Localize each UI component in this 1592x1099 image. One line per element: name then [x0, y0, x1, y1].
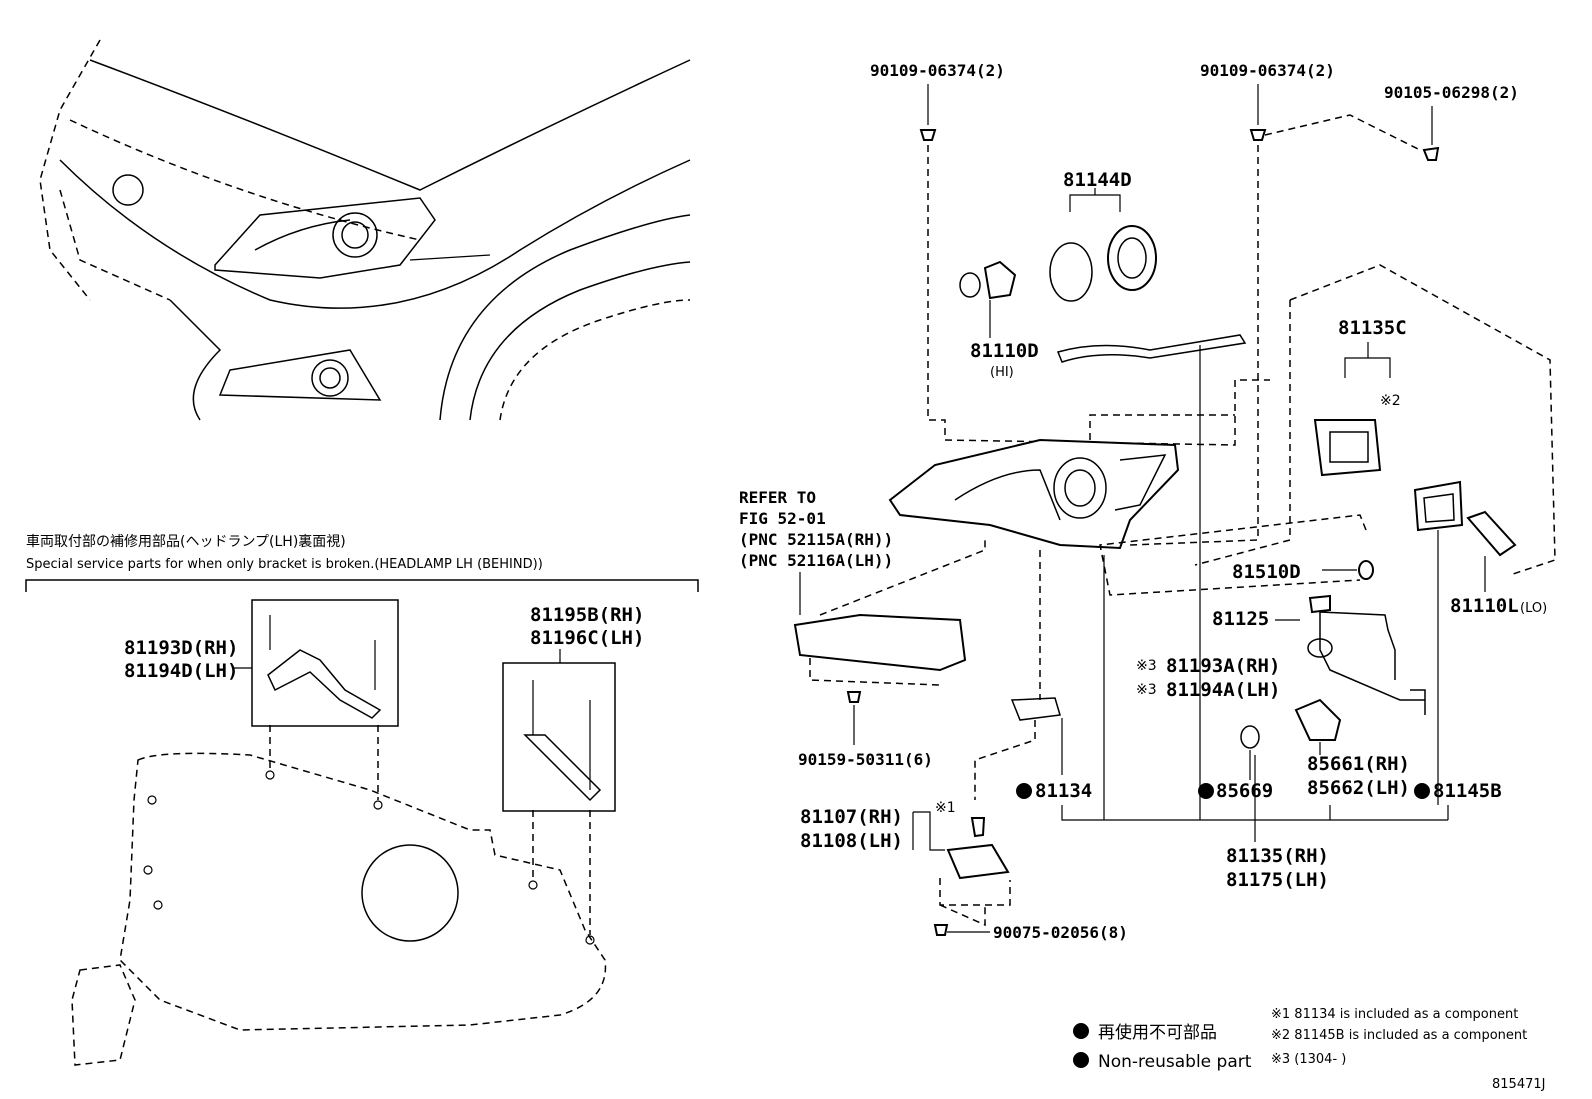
bracket-81193d-box	[251, 599, 399, 727]
bracket-81195b	[523, 734, 602, 802]
special-title-jp: 車両取付部の補修用部品(ヘッドランプ(LH)裏面視)	[26, 533, 346, 550]
legend-non-reusable-jp: 再使用不可部品	[1098, 1022, 1217, 1043]
bracket-81194a-label: 81194A(LH)	[1166, 679, 1280, 701]
bolt-90109-b-label: 90109-06374(2)	[1200, 61, 1335, 80]
cap-81510d	[1358, 560, 1374, 580]
repair-81195b-label: 81195B(RH)	[530, 604, 644, 626]
computer-81107	[946, 843, 1010, 880]
gasket-81134	[1010, 697, 1061, 721]
special-service-section: 車両取付部の補修用部品(ヘッドランプ(LH)裏面視) Special servi…	[25, 533, 699, 1066]
mark-3b: ※3	[1136, 682, 1157, 698]
repair-81194d-label: 81194D(LH)	[124, 660, 238, 682]
legend-non-reusable-en: Non-reusable part	[1098, 1052, 1252, 1072]
cover-81145b	[1413, 480, 1464, 532]
unit-81135c-label: 81135C	[1338, 317, 1407, 339]
mark-1: ※1	[935, 800, 956, 816]
bulb-81110l	[1466, 510, 1517, 557]
socket-81144d	[1107, 225, 1157, 291]
screw-90075	[933, 924, 949, 936]
gasket-81134-label: 81134	[1035, 780, 1092, 802]
unit-85661-label: 85661(RH)	[1307, 753, 1410, 775]
bolt-90109-b	[1249, 129, 1267, 141]
exploded-view: 90109-06374(2) 90109-06374(2) 90105-0629…	[739, 61, 1556, 942]
legend-note3: ※3 (1304- )	[1271, 1052, 1346, 1067]
screw-90105	[1422, 146, 1440, 161]
legend-note2: ※2 81145B is included as a component	[1271, 1028, 1527, 1043]
bracket-81195b-box	[502, 662, 616, 812]
computer-81107-label: 81107(RH)	[800, 806, 903, 828]
socket-81125	[1308, 594, 1331, 614]
socket-81125-label: 81125	[1212, 608, 1269, 630]
bulb-81110d-label: 81110D	[970, 340, 1039, 362]
ring-85669	[1240, 725, 1260, 749]
computer-81108-label: 81108(LH)	[800, 830, 903, 852]
refer-line4: (PNC 52116A(LH))	[739, 551, 893, 570]
bracket-81193a-label: 81193A(RH)	[1166, 655, 1280, 677]
headlamp-unit	[888, 438, 1180, 550]
mark-3a: ※3	[1136, 658, 1157, 674]
cap-81510d-label: 81510D	[1232, 561, 1301, 583]
socket-81144d-label: 81144D	[1063, 169, 1132, 191]
unit-81135c	[1313, 419, 1382, 477]
unit-81135c-mark: ※2	[1380, 393, 1401, 409]
legend: 再使用不可部品 Non-reusable part ※1 81134 is in…	[1073, 1007, 1545, 1092]
unit-85661	[1294, 698, 1342, 741]
headlamp-bracket-assy	[793, 613, 967, 672]
bulb-81110d-note: (HI)	[990, 365, 1014, 380]
repair-81196c-label: 81196C(LH)	[530, 627, 644, 649]
repair-81193d-label: 81193D(RH)	[124, 637, 238, 659]
screw-90075-label: 90075-02056(8)	[993, 923, 1128, 942]
bulb-81110l-note: (LO)	[1520, 601, 1547, 616]
bulb-81110l-label: 81110L	[1450, 595, 1519, 617]
ring-85669-label: 85669	[1216, 780, 1273, 802]
drawing-number: 815471J	[1492, 1077, 1545, 1092]
ring-81144d	[1049, 242, 1093, 302]
screw-90159-label: 90159-50311(6)	[798, 750, 933, 769]
screw-90105-label: 90105-06298(2)	[1384, 83, 1519, 102]
bulb-81110d	[983, 260, 1017, 300]
refer-line1: REFER TO	[739, 488, 816, 507]
unit-85662-label: 85662(LH)	[1307, 777, 1410, 799]
cover-81145b-label: 81145B	[1433, 780, 1502, 802]
assy-81135-label: 81135(RH)	[1226, 845, 1329, 867]
gasket-strip	[1056, 334, 1247, 363]
assy-81175-label: 81175(LH)	[1226, 869, 1329, 891]
legend-note1: ※1 81134 is included as a component	[1271, 1007, 1518, 1022]
bolt-90109-a	[919, 129, 937, 141]
screw-90159	[846, 691, 862, 703]
headlamp-housing-back	[119, 752, 607, 1031]
refer-line2: FIG 52-01	[739, 509, 826, 528]
bolt-90109-a-label: 90109-06374(2)	[870, 61, 1005, 80]
special-title-en: Special service parts for when only brac…	[26, 557, 543, 572]
refer-line3: (PNC 52115A(RH))	[739, 530, 893, 549]
car-front-illustration	[39, 39, 691, 421]
bracket-81193d	[267, 649, 382, 719]
